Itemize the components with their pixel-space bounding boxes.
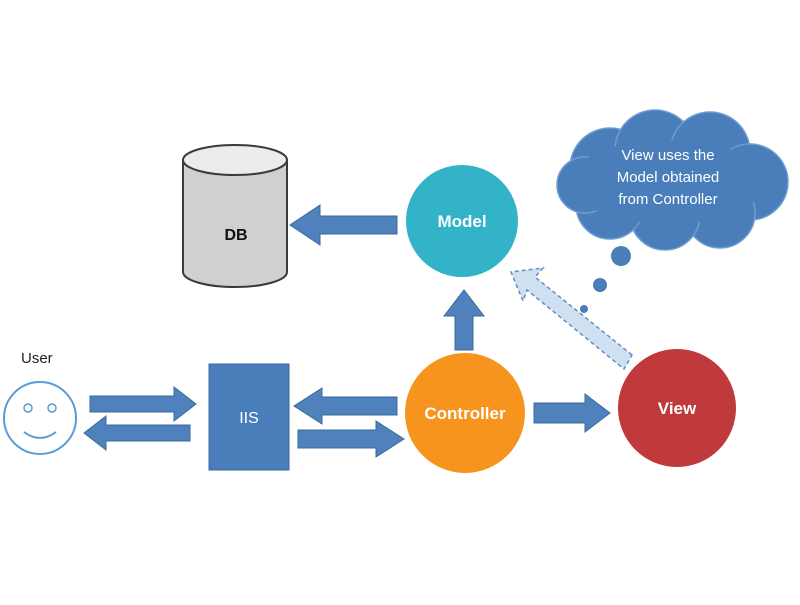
thought-dot-large (611, 246, 631, 266)
db-node: DB (182, 144, 288, 288)
controller-circle (403, 351, 527, 475)
arrow-iis-to-user (83, 414, 191, 452)
arrow-iis-to-controller (297, 420, 405, 458)
arrow-controller-to-model (442, 289, 486, 351)
iis-box (208, 363, 290, 471)
thought-dot-medium (593, 278, 607, 292)
arrow-model-to-db (289, 204, 398, 246)
arrow-controller-to-iis (293, 387, 398, 425)
db-cylinder-top (182, 144, 288, 176)
model-circle (404, 163, 520, 279)
thought-dot-small (580, 305, 588, 313)
controller-node: Controller (403, 351, 527, 475)
cloud-fill-core (570, 140, 766, 224)
user-smiley-icon (3, 381, 77, 455)
view-label: View (658, 399, 697, 418)
user-right-eye (47, 403, 57, 413)
iis-node: IIS (208, 363, 290, 471)
model-node: Model (404, 163, 520, 279)
view-node: View (616, 347, 738, 469)
arrow-user-to-iis (89, 385, 197, 423)
cloud-text-line-1: View uses the (621, 147, 714, 164)
db-cylinder-body (182, 159, 288, 288)
arrow-controller-to-view (533, 392, 611, 434)
user-smile (23, 431, 57, 439)
view-circle (616, 347, 738, 469)
user-face (3, 381, 77, 455)
iis-label: IIS (239, 410, 259, 427)
user-label: User (21, 350, 53, 367)
user-left-eye (23, 403, 33, 413)
db-label: DB (224, 227, 247, 244)
model-label: Model (437, 212, 486, 231)
cloud-text-line-2: Model obtained (617, 169, 720, 186)
controller-label: Controller (424, 404, 506, 423)
arrow-view-to-model-dashed (509, 267, 633, 371)
thought-bubble: View uses the Model obtained from Contro… (556, 109, 789, 313)
cloud-text-line-3: from Controller (618, 191, 717, 208)
